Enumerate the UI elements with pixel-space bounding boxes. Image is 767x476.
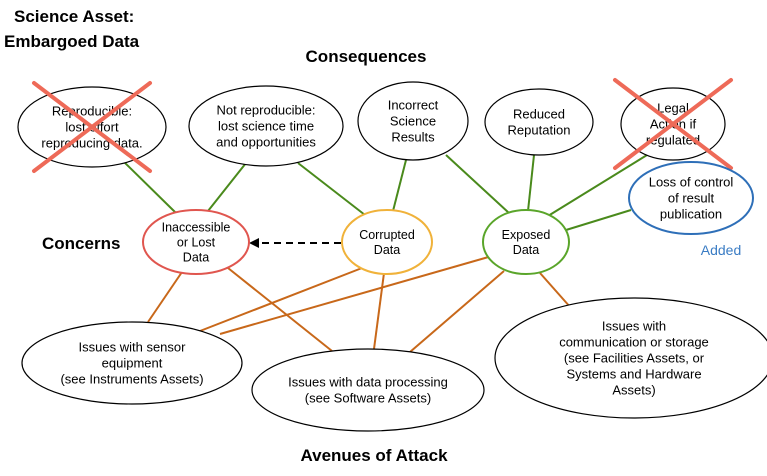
added-label: Added bbox=[701, 242, 741, 258]
attacks-label-sensor-line-1: equipment bbox=[102, 356, 163, 371]
avenues-heading: Avenues of Attack bbox=[300, 446, 448, 465]
consequences-label-loss-of-control-line-0: Loss of control bbox=[649, 175, 734, 190]
consequences-ellipse-reduced-reputation bbox=[484, 88, 594, 156]
attacks-ellipse-communication bbox=[494, 297, 767, 419]
title-line-1: Science Asset: bbox=[14, 7, 134, 26]
nodes-layer: Reproducible:lost effortreproducing data… bbox=[17, 78, 767, 432]
consequences-label-not-reproducible-line-0: Not reproducible: bbox=[217, 103, 316, 118]
strike-mark-reproducible-1 bbox=[32, 81, 152, 173]
concerns-ellipse-exposed bbox=[482, 209, 570, 275]
attacks-label-communication-line-1: communication or storage bbox=[559, 335, 709, 350]
attacks-label-communication-line-2: (see Facilities Assets, or bbox=[564, 351, 705, 366]
concerns-heading: Concerns bbox=[42, 234, 120, 253]
concerns-label-corrupted-line-0: Corrupted bbox=[359, 228, 415, 242]
attacks-label-sensor-line-0: Issues with sensor bbox=[79, 340, 187, 355]
consequences-label-incorrect-results-line-2: Results bbox=[391, 130, 435, 145]
edge-legal-action-to-exposed bbox=[547, 154, 648, 217]
edge-reduced-reputation-to-exposed bbox=[527, 154, 535, 212]
edge-processing-to-corrupted bbox=[373, 272, 385, 350]
attacks-label-communication-line-4: Assets) bbox=[612, 383, 655, 398]
concerns-label-inaccessible-line-2: Data bbox=[183, 251, 209, 265]
concerns-label-inaccessible-line-1: or Lost bbox=[177, 236, 216, 250]
concerns-label-inaccessible-line-0: Inaccessible bbox=[162, 221, 231, 235]
edge-sensor-to-corrupted bbox=[199, 267, 363, 332]
consequences-label-incorrect-results-line-0: Incorrect bbox=[388, 98, 439, 113]
edge-processing-to-inaccessible bbox=[227, 267, 333, 352]
edge-processing-to-exposed bbox=[409, 270, 505, 353]
consequences-label-reduced-reputation-line-1: Reputation bbox=[508, 123, 571, 138]
edge-not-reproducible-to-inaccessible bbox=[207, 162, 247, 212]
consequences-label-reproducible-line-0: Reproducible: bbox=[52, 104, 132, 119]
attacks-label-processing-line-0: Issues with data processing bbox=[288, 375, 448, 390]
consequences-ellipse-loss-of-control bbox=[628, 161, 754, 235]
edge-loss-of-control-to-exposed bbox=[565, 209, 632, 231]
concerns-label-exposed-line-0: Exposed bbox=[502, 228, 551, 242]
edge-not-reproducible-to-corrupted bbox=[297, 162, 366, 216]
attacks-label-communication-line-0: Issues with bbox=[602, 319, 666, 334]
consequences-label-legal-action-line-0: Legal bbox=[657, 101, 689, 116]
attacks-label-communication-line-3: Systems and Hardware bbox=[566, 367, 701, 382]
edge-sensor-to-exposed bbox=[219, 255, 493, 335]
attacks-ellipse-sensor bbox=[21, 321, 243, 405]
concerns-ellipse-inaccessible bbox=[142, 209, 250, 275]
attacks-node-processing: Issues with data processing(see Software… bbox=[251, 348, 485, 432]
edge-communication-to-exposed bbox=[539, 272, 572, 309]
consequences-ellipse-incorrect-results bbox=[357, 81, 469, 161]
concerns-label-exposed-line-1: Data bbox=[513, 243, 539, 257]
attacks-ellipse-processing bbox=[251, 348, 485, 432]
edge-reproducible-to-inaccessible bbox=[121, 159, 177, 214]
consequences-label-reduced-reputation-line-0: Reduced bbox=[513, 107, 565, 122]
attacks-label-sensor-line-2: (see Instruments Assets) bbox=[60, 372, 203, 387]
consequences-label-loss-of-control-line-2: publication bbox=[660, 207, 722, 222]
edge-sensor-to-inaccessible bbox=[147, 271, 183, 323]
concerns-ellipse-corrupted bbox=[341, 209, 433, 275]
edges-layer bbox=[121, 154, 648, 353]
concerns-label-corrupted-line-1: Data bbox=[374, 243, 400, 257]
consequences-ellipse-not-reproducible bbox=[188, 85, 344, 167]
consequences-label-not-reproducible-line-1: lost science time bbox=[218, 119, 314, 134]
consequences-label-incorrect-results-line-1: Science bbox=[390, 114, 436, 129]
edge-incorrect-results-to-exposed bbox=[445, 154, 510, 214]
consequences-label-loss-of-control-line-1: of result bbox=[668, 191, 715, 206]
consequences-label-reproducible-line-2: reproducing data. bbox=[41, 136, 142, 151]
consequences-heading: Consequences bbox=[306, 47, 427, 66]
consequences-label-not-reproducible-line-2: and opportunities bbox=[216, 135, 316, 150]
strike-mark-legal-action-1 bbox=[613, 78, 733, 170]
title-line-2: Embargoed Data bbox=[4, 32, 140, 51]
attacks-label-processing-line-1: (see Software Assets) bbox=[305, 391, 431, 406]
edge-incorrect-results-to-corrupted bbox=[392, 159, 407, 212]
